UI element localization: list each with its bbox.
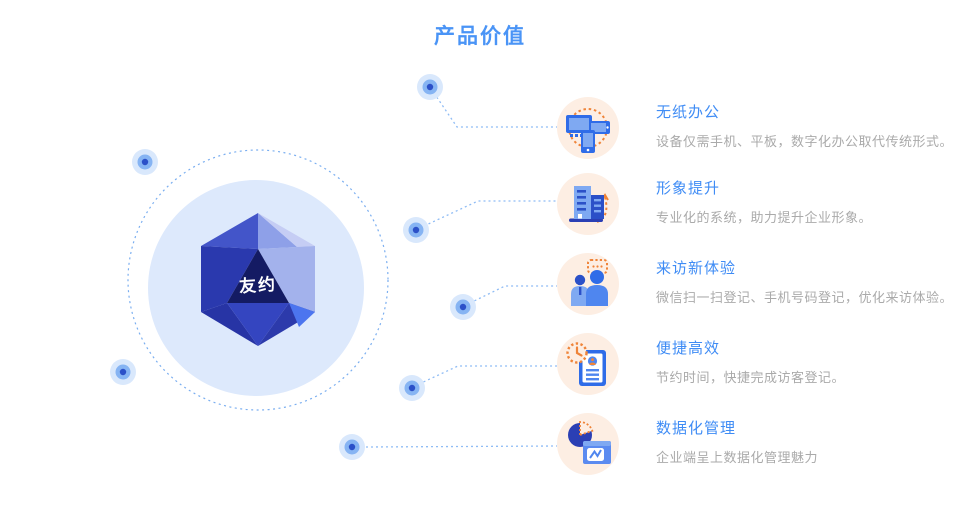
connector-3: [469, 285, 557, 304]
decor-dot: [450, 294, 476, 320]
feature-title: 数据化管理: [656, 420, 737, 437]
connector-lines: [365, 92, 558, 448]
data-chart-icon: [557, 413, 619, 475]
devices-icon: [557, 97, 619, 159]
feature-desc: 节约时间，快捷完成访客登记。: [656, 370, 846, 385]
feature-title: 无纸办公: [656, 104, 721, 121]
dotted-orbit-circle: [127, 149, 389, 411]
feature-item: 形象提升 专业化的系统，助力提升企业形象。: [557, 173, 872, 235]
feature-title: 便捷高效: [656, 340, 721, 357]
feature-desc: 企业端呈上数据化管理魅力: [656, 450, 819, 465]
feature-desc: 设备仅需手机、平板，数字化办公取代传统形式。: [656, 134, 954, 149]
logo-text: 友约: [238, 274, 277, 297]
connector-2: [423, 200, 557, 227]
decor-dots: [110, 74, 476, 460]
decor-dot: [403, 217, 429, 243]
feature-item: 来访新体验 微信扫一扫登记、手机号码登记，优化来访体验。: [557, 253, 953, 315]
clock-document-icon: [557, 333, 619, 395]
feature-title: 形象提升: [656, 180, 721, 197]
connector-4: [418, 365, 557, 385]
feature-item: 无纸办公 设备仅需手机、平板，数字化办公取代传统形式。: [557, 97, 953, 159]
connector-1: [433, 92, 557, 128]
building-icon: [557, 173, 619, 235]
feature-item: 数据化管理 企业端呈上数据化管理魅力: [557, 413, 818, 475]
decor-dot: [132, 149, 158, 175]
feature-desc: 专业化的系统，助力提升企业形象。: [656, 210, 873, 225]
feature-title: 来访新体验: [656, 260, 737, 277]
decor-dot: [110, 359, 136, 385]
decor-dot: [399, 375, 425, 401]
feature-item: 便捷高效 节约时间，快捷完成访客登记。: [557, 333, 845, 395]
decor-dot: [417, 74, 443, 100]
decor-dot: [339, 434, 365, 460]
connector-5: [365, 445, 558, 448]
feature-desc: 微信扫一扫登记、手机号码登记，优化来访体验。: [656, 290, 954, 305]
visitors-icon: [557, 253, 619, 315]
polyhedron-logo: 友约: [201, 213, 315, 346]
page-title: 产品价值: [434, 25, 526, 48]
